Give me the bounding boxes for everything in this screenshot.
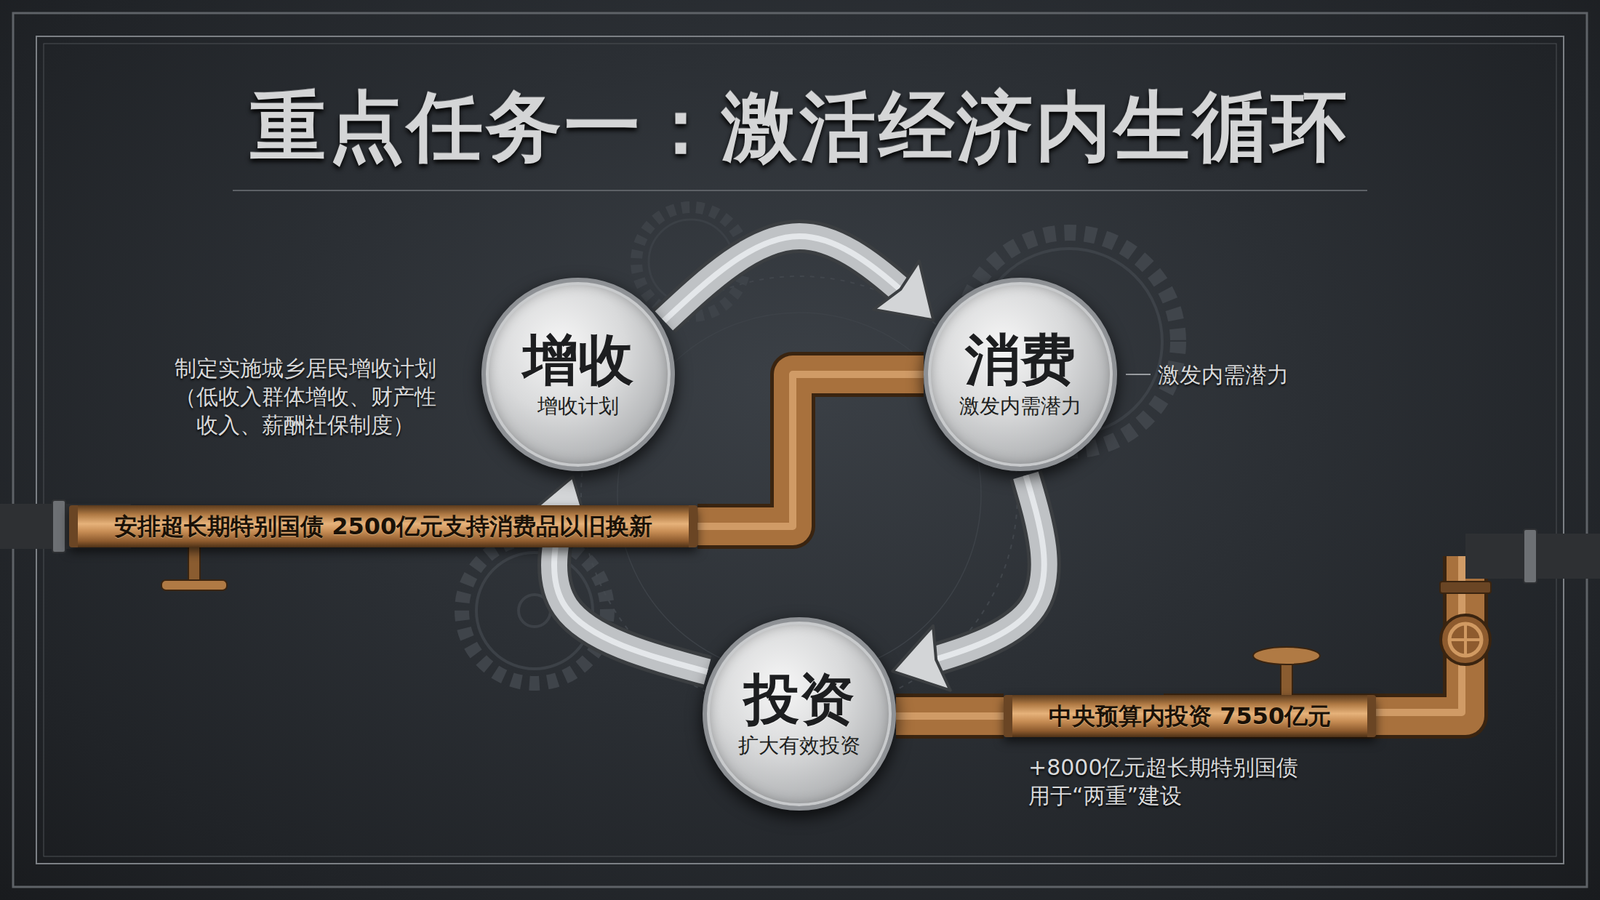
copper-pipe	[1163, 556, 1466, 717]
slide-title: 重点任务一：激活经济内生循环	[0, 81, 1600, 173]
connector-guide	[896, 715, 1004, 717]
pipe-body	[896, 697, 1004, 736]
pipe-highlight	[896, 712, 1004, 720]
pipe-flange	[52, 500, 66, 553]
pipe-flange	[1440, 581, 1491, 594]
pipe-band: 安排超长期特别国债 2500亿元支持消费品以旧换新	[69, 505, 698, 548]
arrow-head	[873, 261, 934, 321]
copper-pipe	[697, 374, 924, 527]
arrow-body	[664, 236, 934, 321]
valve-stem	[1280, 660, 1293, 697]
arrow-outline	[664, 236, 934, 321]
valve-handle	[161, 580, 227, 591]
cycle-arrow	[664, 236, 934, 321]
node-title: 消费	[965, 328, 1076, 391]
connector-guide	[664, 236, 934, 321]
gear-teeth	[960, 232, 1179, 451]
node-title: 投资	[744, 668, 855, 731]
pipe-highlight	[697, 374, 924, 527]
copper-pipe-outline	[1163, 556, 1466, 717]
arrow-highlight	[892, 475, 1045, 672]
side-note: 激发内需潜力	[1157, 360, 1289, 390]
node-subtitle: 增收计划	[537, 393, 619, 420]
pipe-outline	[896, 693, 1004, 739]
node-title: 中央预算内投资 7550亿元	[1048, 702, 1331, 731]
valve-wheel	[1440, 615, 1491, 665]
cycle-circle: 消费激发内需潜力	[923, 277, 1118, 472]
copper-pipe	[896, 715, 1004, 717]
pipe-flange	[1523, 529, 1537, 584]
node-title: 增收	[522, 328, 634, 391]
bond-note: +8000亿元超长期特别国债 用于“两重”建设	[1028, 753, 1342, 811]
connector-guide	[892, 475, 1045, 672]
node-subtitle: 扩大有效投资	[738, 733, 861, 760]
gear	[960, 232, 1179, 451]
node-subtitle: 激发内需潜力	[959, 393, 1082, 420]
side-note: 制定实施城乡居民增收计划（低收入群体增收、财产性收入、薪酬社保制度）	[167, 354, 444, 440]
arrow-outline	[892, 475, 1045, 672]
cycle-circle: 增收增收计划	[481, 277, 675, 472]
pipe-body	[697, 374, 924, 527]
valve-wheel-rim	[1449, 624, 1482, 656]
node-title: 安排超长期特别国债 2500亿元支持消费品以旧换新	[114, 512, 653, 541]
pipe-band: 中央预算内投资 7550亿元	[1003, 695, 1376, 738]
valve-wheel-spokes	[1449, 624, 1482, 656]
leader-dash	[1125, 373, 1151, 376]
connector-guide	[697, 374, 924, 527]
valve-stem	[188, 545, 200, 582]
cycle-circle: 投资扩大有效投资	[702, 617, 896, 811]
cycle-arrow	[892, 475, 1045, 691]
pipe-outline	[697, 374, 924, 527]
copper-pipe-highlight	[1163, 556, 1462, 713]
arrow-highlight	[664, 236, 934, 321]
title-rule	[232, 189, 1368, 192]
valve-handle	[1253, 647, 1320, 665]
arrow-head	[892, 626, 951, 691]
arrow-body	[892, 475, 1045, 672]
